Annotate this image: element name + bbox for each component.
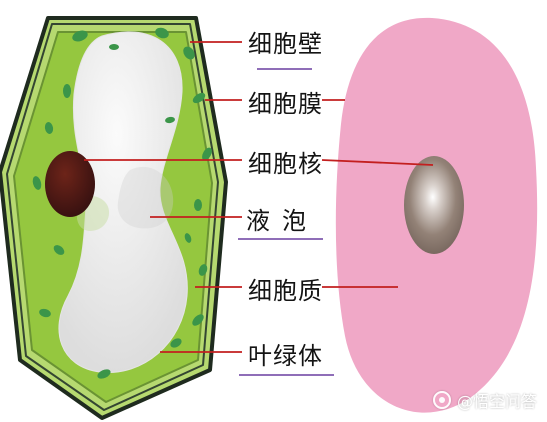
chloroplast (165, 116, 175, 124)
chloroplast (170, 338, 182, 348)
chloroplast (202, 147, 212, 161)
plant-cell-wall-inner-line (6, 23, 219, 411)
animal-nucleus (404, 156, 464, 254)
plant-cell (0, 16, 228, 420)
vacuole-label: 液泡 (246, 207, 318, 235)
cytoplasm-label: 细胞质 (248, 277, 323, 305)
cell-wall-label: 细胞壁 (248, 30, 323, 58)
cell-membrane-label: 细胞膜 (248, 90, 323, 118)
chloroplast-group (32, 27, 212, 379)
chloroplast (72, 30, 88, 42)
watermark: @悟空问答 (432, 388, 537, 412)
pointer-lines (84, 41, 434, 353)
chloroplast (198, 264, 208, 276)
chloroplast (53, 245, 65, 255)
watermark-text: @悟空问答 (456, 392, 537, 411)
chloroplast (194, 199, 202, 211)
chloroplast (97, 369, 111, 379)
chloroplast (32, 176, 42, 190)
chloroplast (184, 233, 192, 243)
watermark-icon (432, 391, 451, 409)
chloroplast (192, 92, 206, 104)
chloroplast (44, 122, 54, 134)
chloroplast-label: 叶绿体 (248, 342, 323, 370)
underlines (238, 68, 334, 376)
chloroplast (155, 27, 169, 39)
chloroplast (39, 308, 51, 318)
plant-nucleus (45, 151, 95, 217)
chloroplast (183, 46, 195, 60)
nucleus-pointer-right (321, 159, 434, 166)
chloroplast (192, 314, 204, 326)
nucleus-label: 细胞核 (248, 150, 323, 178)
animal-cell (335, 17, 538, 413)
vacuole-texture (117, 166, 174, 229)
chloroplast (63, 84, 71, 98)
chloroplast (109, 44, 119, 50)
